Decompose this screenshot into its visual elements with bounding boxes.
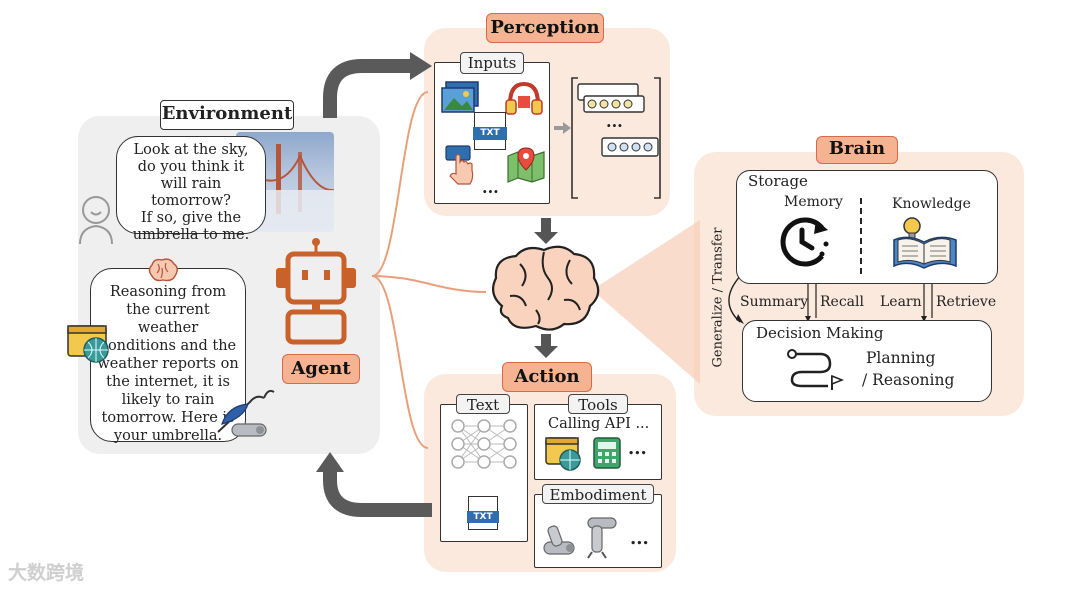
agent-line: your umbrella. bbox=[113, 428, 223, 444]
retrieve-label: Retrieve bbox=[936, 294, 997, 310]
robot-arm-icon bbox=[543, 517, 617, 559]
storage-label: Storage bbox=[748, 172, 808, 190]
touch-hand-icon bbox=[445, 145, 474, 185]
embodiment-label: Embodiment bbox=[542, 484, 654, 504]
umbrella-icon bbox=[217, 389, 275, 437]
action-label: Action bbox=[502, 362, 592, 392]
api-globe-icon bbox=[545, 437, 581, 471]
planning-path-icon bbox=[787, 349, 844, 390]
user-line: will rain tomorrow? bbox=[151, 176, 231, 209]
agent-line: tomorrow. Here is bbox=[101, 410, 235, 426]
recall-label: Recall bbox=[820, 294, 864, 310]
summary-label: Summary bbox=[740, 294, 809, 310]
calculator-icon bbox=[593, 437, 621, 469]
agent-speech-bubble: Reasoning from the current weather condi… bbox=[90, 268, 246, 444]
embodiment-ellipsis: ... bbox=[630, 528, 649, 549]
decision-making-box bbox=[742, 320, 992, 402]
user-line: do you think it bbox=[137, 159, 245, 175]
divider-dashed bbox=[860, 198, 862, 274]
agent-line: weather reports on bbox=[97, 356, 239, 372]
txt-output-icon: TXT bbox=[467, 496, 499, 530]
environment-label: Environment bbox=[160, 100, 294, 130]
tools-label: Tools bbox=[568, 394, 628, 414]
agent-line: the internet, it is bbox=[106, 374, 230, 390]
knowledge-book-icon bbox=[893, 217, 957, 269]
learn-label: Learn bbox=[880, 294, 922, 310]
knowledge-label: Knowledge bbox=[892, 196, 971, 212]
memory-clock-icon bbox=[780, 217, 829, 267]
calling-api-label: Calling API ... bbox=[548, 416, 650, 432]
brain-label: Brain bbox=[816, 136, 898, 164]
user-line: If so, give the bbox=[140, 210, 242, 226]
vectors-ellipsis: ... bbox=[606, 112, 623, 131]
agent-line: the current weather bbox=[126, 302, 210, 336]
agent-line: likely to rain bbox=[121, 392, 215, 408]
memory-label: Memory bbox=[784, 194, 843, 210]
generalize-transfer-label: Generalize / Transfer bbox=[710, 227, 726, 368]
robot-agent-icon bbox=[276, 238, 356, 345]
tools-ellipsis: ... bbox=[628, 438, 647, 459]
txt-document-badge: TXT bbox=[473, 127, 507, 140]
user-line: umbrella to me. bbox=[132, 227, 250, 243]
user-line: Look at the sky, bbox=[133, 142, 249, 158]
map-pin-icon bbox=[507, 147, 545, 183]
neural-network-icon bbox=[451, 419, 517, 469]
txt-output-badge: TXT bbox=[467, 511, 499, 523]
web-globe-icon bbox=[67, 325, 109, 363]
inputs-ellipsis: ... bbox=[482, 178, 499, 197]
image-icon bbox=[441, 81, 479, 113]
small-brain-icon bbox=[148, 258, 178, 282]
embedding-vectors bbox=[571, 77, 661, 199]
planning-label: Planning bbox=[866, 349, 936, 367]
brain-icon bbox=[491, 245, 600, 331]
user-icon bbox=[79, 196, 113, 245]
reasoning-label: / Reasoning bbox=[862, 371, 955, 389]
agent-label: Agent bbox=[282, 354, 360, 384]
agent-line: conditions and the bbox=[99, 338, 237, 354]
agent-line: Reasoning from bbox=[109, 284, 227, 300]
perception-label: Perception bbox=[486, 13, 604, 43]
decision-making-label: Decision Making bbox=[756, 324, 884, 342]
txt-document-icon: TXT bbox=[473, 112, 507, 150]
headphones-icon bbox=[505, 81, 543, 115]
text-label: Text bbox=[456, 394, 510, 414]
user-speech-bubble: Look at the sky, do you think it will ra… bbox=[116, 136, 266, 243]
inputs-label: Inputs bbox=[460, 52, 524, 74]
watermark-text: 大数跨境 bbox=[8, 562, 85, 584]
